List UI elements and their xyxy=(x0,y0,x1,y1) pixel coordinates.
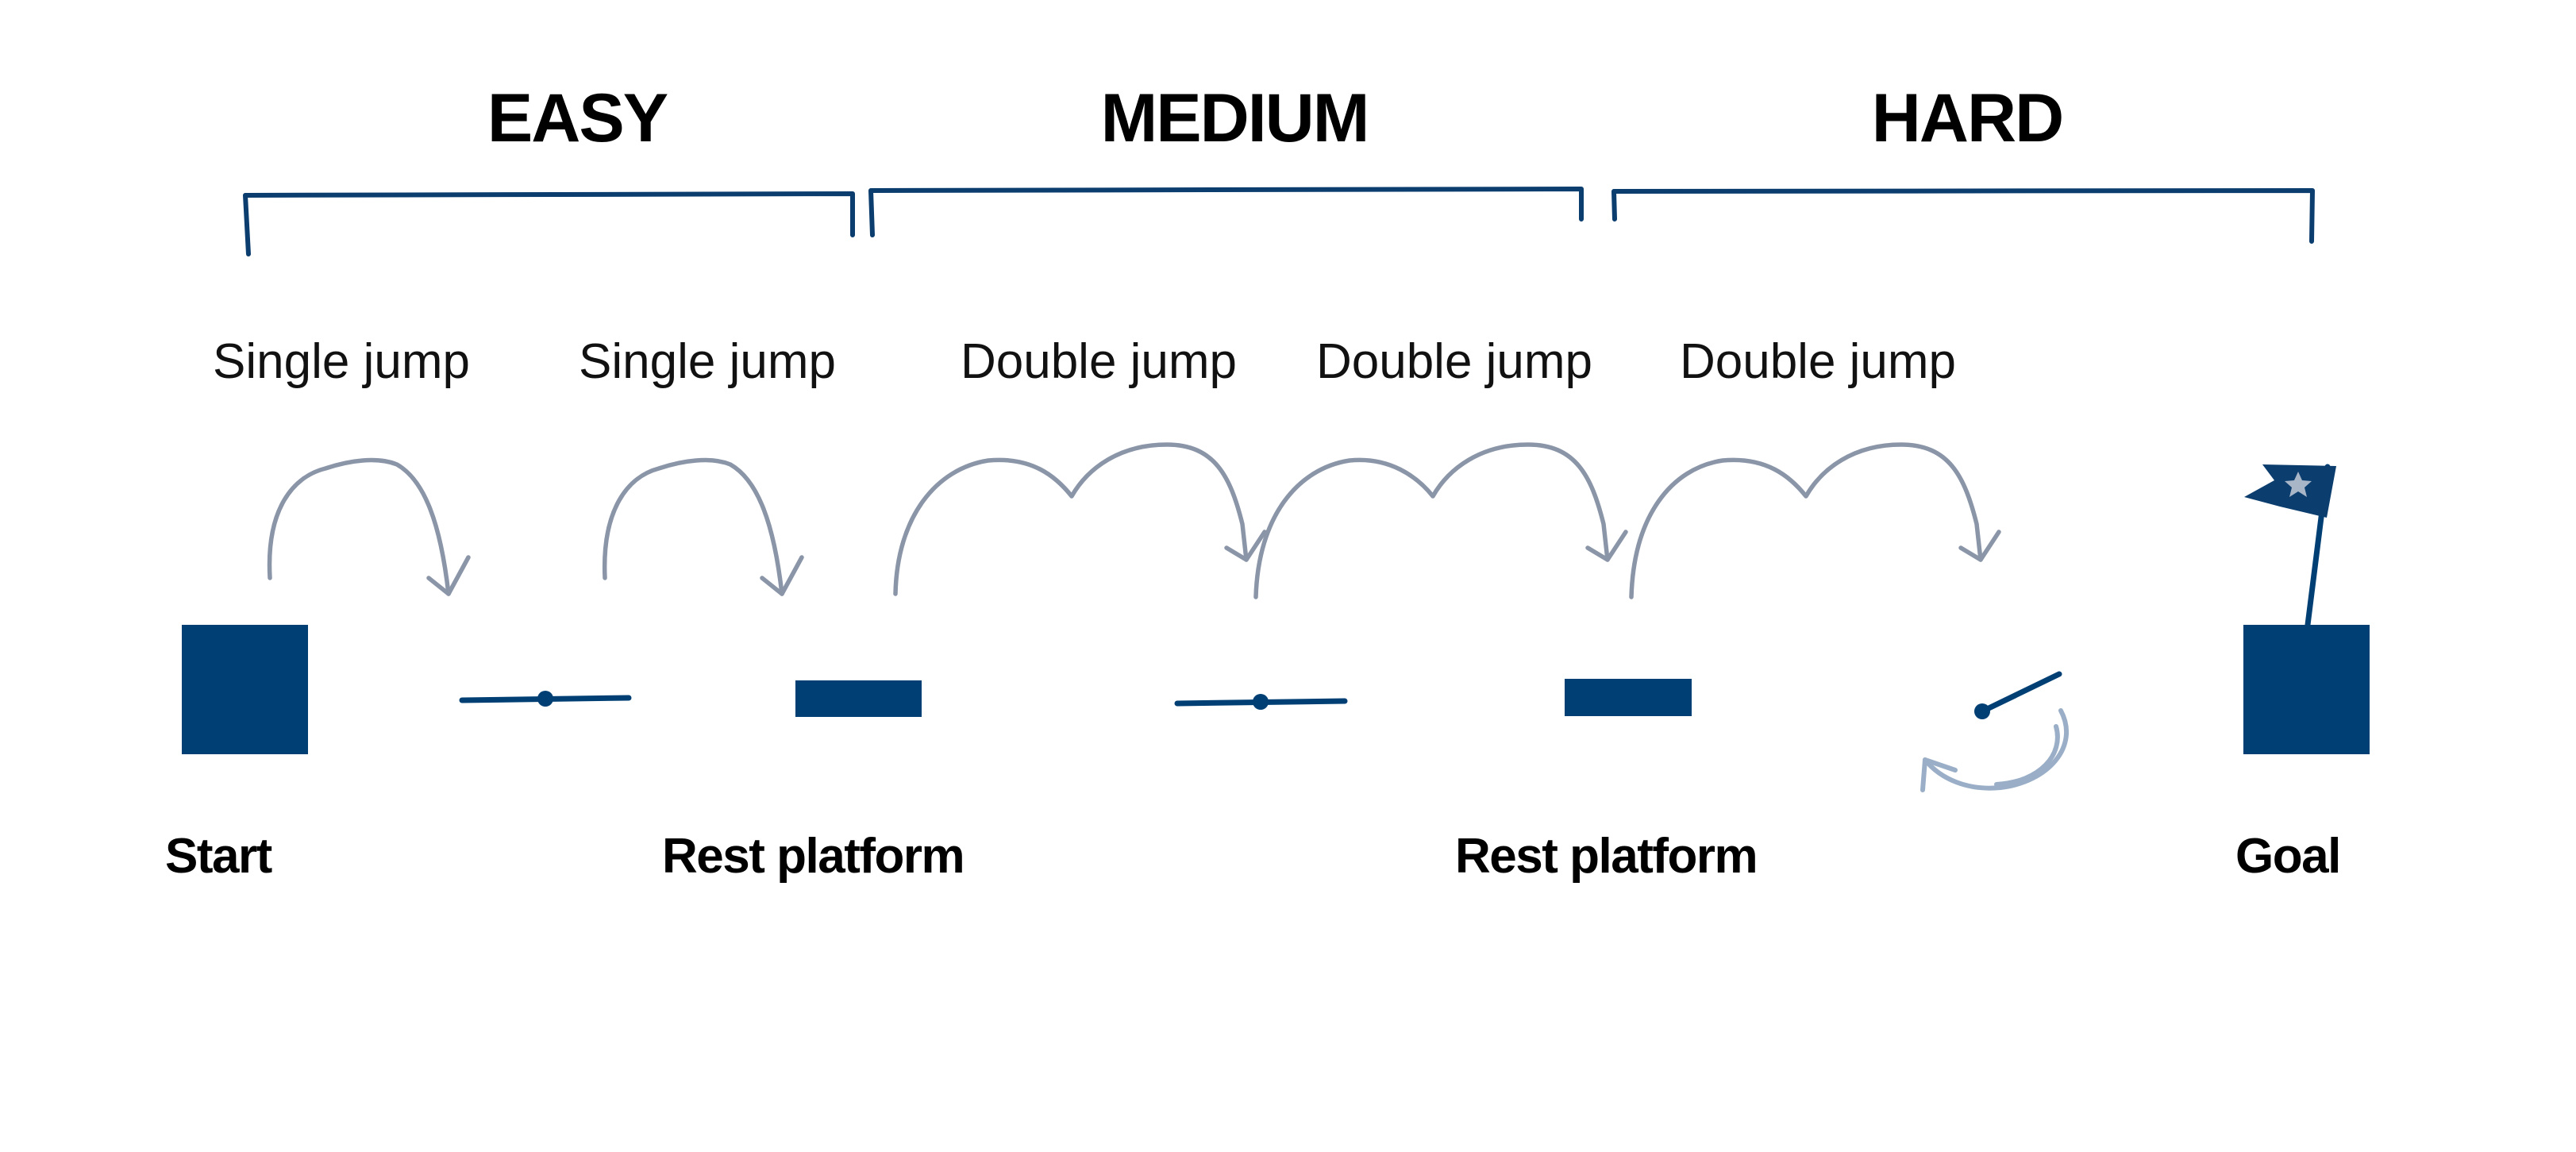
double-jump-arrow-1 xyxy=(893,442,1267,596)
swinging-platform xyxy=(1920,671,2070,792)
start-platform-block xyxy=(182,625,308,754)
rest-platform-block-1 xyxy=(795,680,922,717)
rest-platform-block-2 xyxy=(1565,679,1692,716)
jump-label-1: Single jump xyxy=(213,334,470,389)
platform-label-rest-1: Rest platform xyxy=(662,829,964,884)
pivot-dot xyxy=(1253,694,1269,710)
pivot-dot xyxy=(1974,703,1990,719)
platform-label-rest-2: Rest platform xyxy=(1455,829,1757,884)
rotation-arrow xyxy=(1923,708,2070,791)
seesaw-platform-1 xyxy=(459,691,632,707)
pivot-dot xyxy=(537,691,553,707)
jump-label-3: Double jump xyxy=(961,334,1237,389)
tier-bracket-hard xyxy=(1611,188,2315,244)
goal-flag-icon xyxy=(2244,464,2336,628)
single-jump-arrow-1 xyxy=(267,457,471,596)
double-jump-arrow-2 xyxy=(1253,442,1628,599)
jump-label-5: Double jump xyxy=(1680,334,1956,389)
tier-bracket-easy xyxy=(243,191,855,256)
seesaw-platform-2 xyxy=(1174,694,1348,710)
goal-platform-block xyxy=(2243,625,2370,754)
jump-label-2: Single jump xyxy=(579,334,836,389)
tier-title-hard: HARD xyxy=(1872,80,2062,156)
single-jump-arrow-2 xyxy=(602,457,804,596)
tier-bracket-medium xyxy=(868,187,1584,237)
platform-label-goal: Goal xyxy=(2235,829,2340,884)
tier-title-easy: EASY xyxy=(487,80,668,156)
double-jump-arrow-3 xyxy=(1629,442,2001,599)
star-icon xyxy=(2285,472,2312,497)
platform-label-start: Start xyxy=(165,829,272,884)
jump-label-4: Double jump xyxy=(1316,334,1592,389)
tier-title-medium: MEDIUM xyxy=(1101,80,1369,156)
